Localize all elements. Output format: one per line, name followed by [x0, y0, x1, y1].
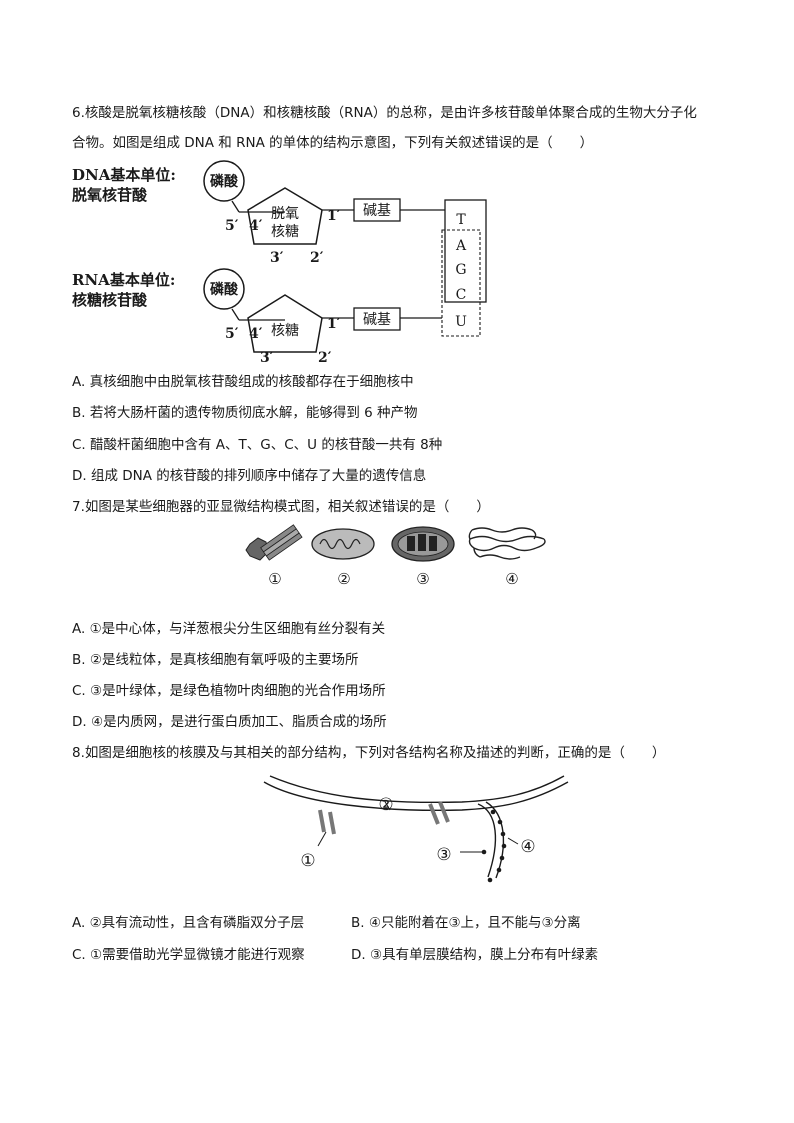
- dna-label-4prime: 4′: [249, 218, 263, 234]
- q7-stem: 7.如图是某些细胞器的亚显微结构模式图，相关叙述错误的是（ ）: [72, 499, 490, 515]
- nuclear-pore-left: [318, 809, 336, 835]
- dna-unit-label: DNA基本单位:: [72, 166, 176, 184]
- rna-phosphate-circle: [203, 268, 245, 310]
- q6-option-b: B. 若将大肠杆菌的遗传物质彻底水解，能够得到 6 种产物: [72, 405, 418, 421]
- rna-label-3prime: 3′: [260, 350, 274, 366]
- q8-option-b: B. ④只能附着在③上，且不能与③分离: [351, 915, 581, 931]
- q6-option-a: A. 真核细胞中由脱氧核苷酸组成的核酸都存在于细胞核中: [72, 374, 414, 390]
- deoxyribose-pentagon: [247, 187, 323, 245]
- label-organelle-1: ①: [268, 570, 281, 588]
- nuclear-pore-right: [428, 801, 450, 825]
- dna-bases-box: [444, 199, 487, 303]
- rna-unit-label: RNA基本单位:: [72, 271, 175, 289]
- q7-option-c: C. ③是叶绿体，是绿色植物叶肉细胞的光合作用场所: [72, 683, 386, 699]
- base-t: T: [456, 212, 466, 228]
- dna-phosphate-circle: [203, 160, 245, 202]
- label-organelle-2: ②: [337, 570, 350, 588]
- rna-label-4prime: 4′: [249, 326, 263, 342]
- label-endoplasmic-reticulum: ③: [436, 845, 451, 865]
- mitochondrion-icon: [311, 528, 375, 560]
- base-a: A: [455, 238, 467, 254]
- deoxyribose-label-1: 脱氧: [271, 206, 299, 222]
- nucleotide-structure-diagram: DNA基本单位: 脱氧核苷酸 磷酸 脱氧 核糖 5′ 4′ 1′ 3′ 2′ 碱…: [72, 160, 487, 366]
- rna-phosphate-bond: [231, 308, 240, 321]
- rna-bases-box: [441, 229, 481, 337]
- nuclear-envelope-inner: [269, 775, 565, 804]
- dna-label-1prime: 1′: [327, 208, 341, 224]
- dna-phosphate-label: 磷酸: [210, 173, 239, 190]
- endoplasmic-reticulum-icon: [468, 527, 546, 560]
- rna-base-label: 碱基: [363, 311, 391, 328]
- dna-label-5prime: 5′: [225, 218, 239, 234]
- q8-stem: 8.如图是细胞核的核膜及与其相关的部分结构，下列对各结构名称及描述的判断，正确的…: [72, 745, 666, 761]
- rna-label-1prime: 1′: [327, 316, 341, 332]
- q6-option-d: D. 组成 DNA 的核苷酸的排列顺序中储存了大量的遗传信息: [72, 468, 427, 484]
- q7-option-a: A. ①是中心体，与洋葱根尖分生区细胞有丝分裂有关: [72, 621, 386, 637]
- dna-label-2prime: 2′: [310, 250, 324, 266]
- ribose-pentagon: [247, 294, 323, 353]
- rna-unit-name: 核糖核苷酸: [72, 291, 148, 309]
- base-u: U: [455, 314, 467, 330]
- dna-label-3prime: 3′: [270, 250, 284, 266]
- q7-option-d: D. ④是内质网，是进行蛋白质加工、脂质合成的场所: [72, 714, 387, 730]
- label-nuclear-membrane: ②: [378, 795, 393, 815]
- organelle-diagram: ① ② ③ ④: [245, 524, 546, 588]
- chloroplast-icon: [391, 526, 455, 562]
- dna-base-label: 碱基: [363, 202, 391, 219]
- rna-label-2prime: 2′: [318, 350, 332, 366]
- nuclear-envelope-outer: [263, 781, 569, 811]
- rna-label-5prime: 5′: [225, 326, 239, 342]
- q8-option-c: C. ①需要借助光学显微镜才能进行观察: [72, 947, 305, 963]
- rna-phosphate-label: 磷酸: [210, 281, 239, 298]
- q6-stem-line-1: 6.核酸是脱氧核糖核酸（DNA）和核糖核酸（RNA）的总称，是由许多核苷酸单体聚…: [72, 105, 697, 121]
- q7-option-b: B. ②是线粒体，是真核细胞有氧呼吸的主要场所: [72, 652, 359, 668]
- centrosome-icon: [245, 524, 303, 561]
- base-g: G: [455, 262, 466, 278]
- q8-option-d: D. ③具有单层膜结构，膜上分布有叶绿素: [351, 947, 599, 963]
- label-ribosome: ④: [520, 837, 535, 857]
- label-organelle-3: ③: [416, 570, 429, 588]
- q6-stem-line-2: 合物。如图是组成 DNA 和 RNA 的单体的结构示意图，下列有关叙述错误的是（…: [72, 135, 594, 151]
- q6-option-c: C. 醋酸杆菌细胞中含有 A、T、G、C、U 的核苷酸一共有 8种: [72, 437, 443, 453]
- deoxyribose-label-2: 核糖: [271, 224, 299, 240]
- label-organelle-4: ④: [505, 570, 518, 588]
- dna-phosphate-bond: [231, 200, 240, 213]
- er-connection: [477, 803, 497, 878]
- ribose-label: 核糖: [271, 323, 299, 339]
- base-c: C: [456, 287, 467, 303]
- label-nuclear-pore: ①: [300, 851, 315, 871]
- dna-unit-name: 脱氧核苷酸: [72, 186, 148, 204]
- ribosomes: [481, 809, 507, 883]
- nuclear-envelope-diagram: ① ② ③ ④: [263, 775, 569, 883]
- q8-option-a: A. ②具有流动性，且含有磷脂双分子层: [72, 915, 305, 931]
- rna-base-box: [353, 307, 401, 331]
